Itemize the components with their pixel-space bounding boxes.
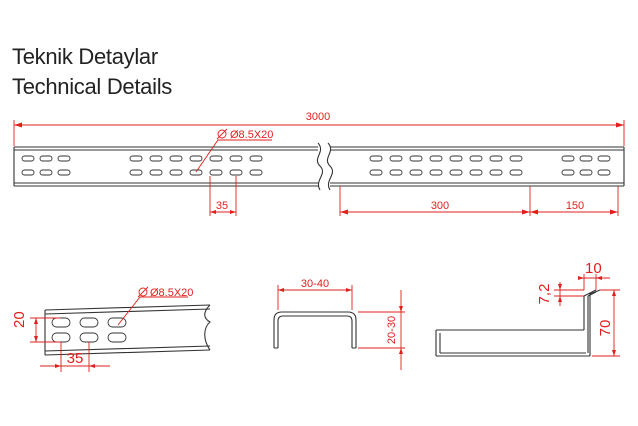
profile-view: 10 7,2 70 (435, 260, 620, 357)
bracket-view: 30-40 20-30 (273, 278, 405, 370)
bracket-width-label: 30-40 (301, 278, 329, 290)
dimension-pitch-small: 35 (209, 176, 237, 216)
slot-group-left (21, 155, 71, 176)
hole-leader-main: Ø8.5X20 (195, 128, 273, 173)
lip-label: 7,2 (536, 284, 553, 305)
total-length-label: 3000 (306, 111, 330, 123)
height-label: 70 (597, 320, 614, 337)
end-spacing-label: 150 (566, 200, 584, 212)
detail-view-perforation: Ø8.5X20 20 35 (11, 286, 211, 372)
flange-label: 10 (585, 260, 602, 277)
hole-spec-main: Ø8.5X20 (230, 129, 273, 141)
dimension-total-length: 3000 (13, 111, 625, 146)
title-turkish: Teknik Detaylar (12, 44, 158, 69)
slot-group-middle-left (129, 155, 263, 176)
main-profile (13, 142, 625, 191)
dimension-pitch-group: 300 150 (339, 186, 619, 216)
slot-group-right (561, 155, 611, 176)
title-english: Technical Details (12, 74, 172, 99)
bracket-height-label: 20-30 (386, 316, 398, 344)
pitch-group-label: 300 (431, 200, 449, 212)
hole-spec-detail: Ø8.5X20 (150, 287, 193, 299)
pitch-detail-label: 35 (67, 350, 84, 367)
width-label: 20 (11, 311, 28, 328)
slot-group-middle-right (369, 155, 523, 176)
pitch-small-label: 35 (216, 200, 228, 212)
